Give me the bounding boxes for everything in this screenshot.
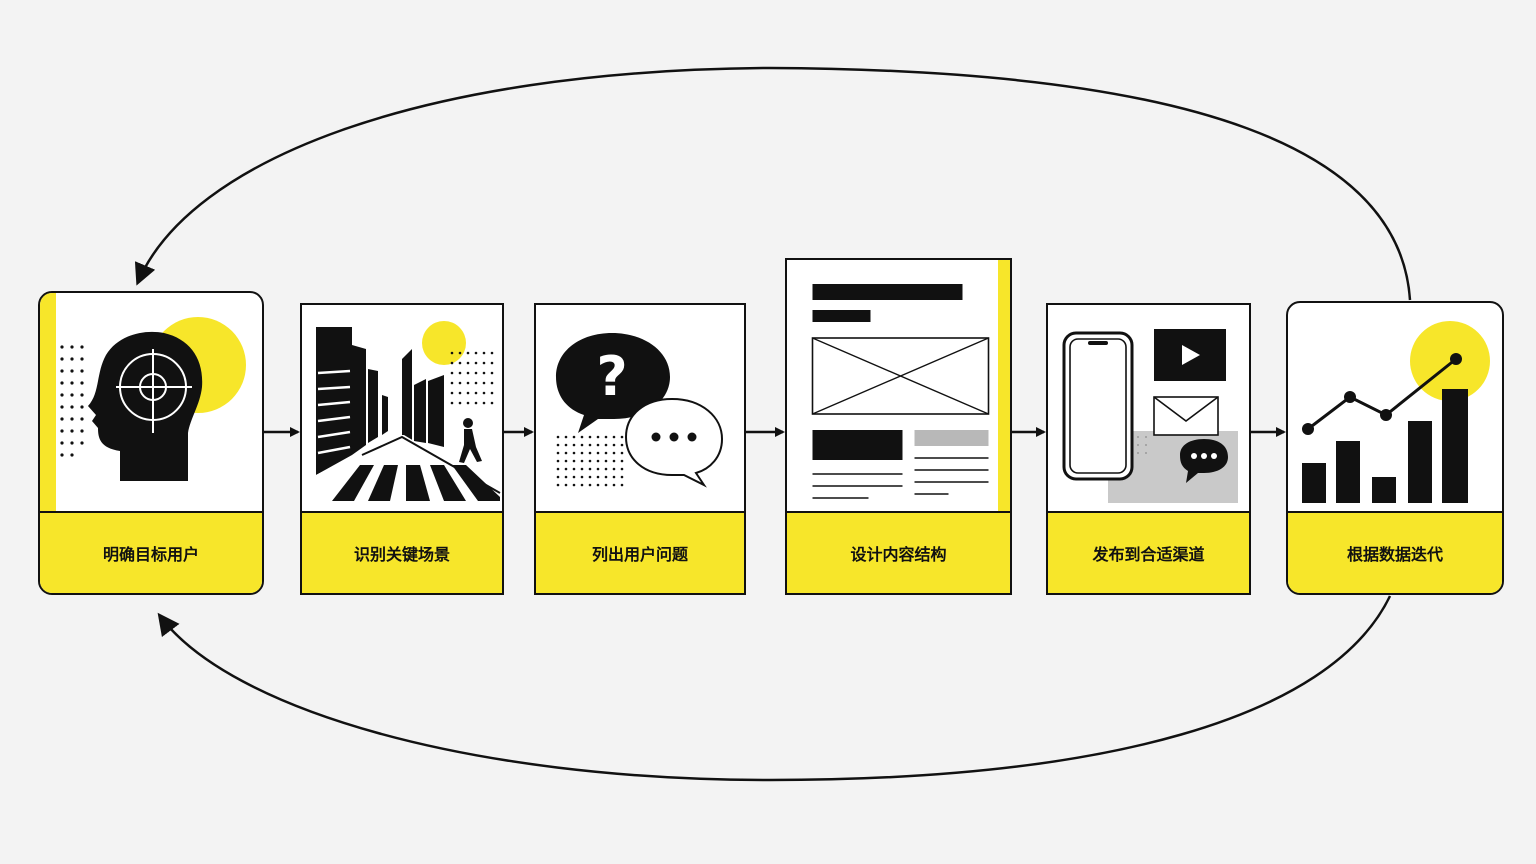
step-label: 设计内容结构 [787,511,1010,593]
bottom-loop-arrow [157,595,1392,782]
step-card-4: 设计内容结构 [785,258,1012,595]
step-card-6: 根据数据迭代 [1286,301,1504,595]
step-card-1: 明确目标用户 [38,291,264,595]
city-street-icon [316,321,501,501]
step-card-5: 发布到合适渠道 [1046,303,1251,595]
head-target-icon [60,317,246,481]
step-card-3: ? 列出用户问题 [534,303,746,595]
multichannel-icon [1062,329,1238,503]
question-chat-icon: ? [556,333,724,488]
step-card-2: 识别关键场景 [300,303,504,595]
accent-strip [998,260,1010,515]
step-label: 发布到合适渠道 [1048,511,1249,593]
step-label: 列出用户问题 [536,511,744,593]
step-label: 根据数据迭代 [1288,511,1502,593]
step-label: 识别关键场景 [302,511,502,593]
growth-chart-icon [1302,321,1490,503]
page-wireframe-icon [811,284,990,499]
step-label: 明确目标用户 [40,511,262,593]
top-loop-arrow [134,66,1412,301]
svg-text:?: ? [596,345,627,408]
accent-strip [40,293,56,515]
